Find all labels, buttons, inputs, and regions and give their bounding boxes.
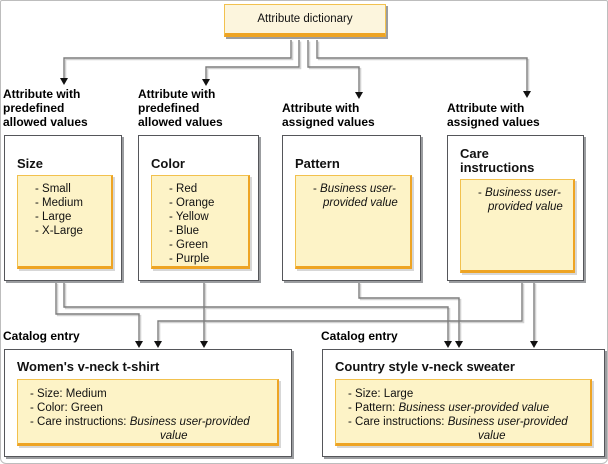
attribute-box-size: Size - Small - Medium - Large - X-Large — [4, 135, 122, 281]
attribute-value-item: - Small — [35, 183, 71, 195]
attribute-value-item: - Purple — [169, 253, 210, 265]
connector-shadow — [56, 41, 537, 344]
category-label-pattern: Attribute with assigned values — [282, 101, 375, 129]
connector-dict-to-size — [63, 40, 292, 78]
connector-size-to-sweater — [63, 282, 449, 342]
arrow-down-icon — [60, 78, 68, 85]
arrow-down-icon — [200, 341, 208, 348]
connector-dict-to-care — [316, 40, 528, 91]
arrow-down-icon — [530, 341, 538, 348]
connector-dict-to-pattern — [307, 40, 360, 92]
category-label-size: Attribute with predefined allowed values — [3, 87, 88, 129]
attribute-value-item: - Yellow — [169, 211, 209, 223]
attribute-value-item: - Business user-provided value — [313, 183, 398, 209]
attribute-title: Care instructions — [460, 146, 535, 175]
arrow-down-icon — [154, 341, 162, 348]
category-label-care: Attribute with assigned values — [447, 101, 540, 129]
attribute-value-item: - Business user-provided value — [478, 187, 563, 213]
connector-care-to-tshirt — [157, 282, 523, 342]
catalog-entry-box-sweater: Country style v-neck sweater - Size: Lar… — [322, 349, 605, 457]
attribute-value-item: - Orange — [169, 197, 215, 209]
catalog-entry-label: Catalog entry — [321, 329, 398, 343]
catalog-attribute-item: - Care instructions: Business user-provi… — [30, 416, 250, 442]
catalog-attribute-item: - Size: Medium — [30, 388, 107, 400]
catalog-attribute-item: - Size: Large — [348, 388, 414, 400]
category-label-color: Attribute with predefined allowed values — [138, 87, 223, 129]
attribute-dictionary-box: Attribute dictionary — [224, 4, 386, 37]
attribute-title: Pattern — [295, 156, 340, 171]
arrowheads — [60, 78, 538, 348]
arrow-down-icon — [455, 341, 463, 348]
catalog-attribute-item: - Care instructions: Business user-provi… — [348, 416, 568, 442]
arrow-down-icon — [202, 79, 210, 86]
catalog-entry-box-tshirt: Women's v-neck t-shirt - Size: Medium - C… — [4, 349, 292, 457]
catalog-entry-title: Country style v-neck sweater — [335, 359, 515, 374]
attribute-value-item: - Blue — [169, 225, 200, 237]
connector-dict-to-color — [205, 40, 300, 79]
attribute-title: Color — [151, 156, 185, 171]
attribute-value-item: - Large — [35, 211, 72, 223]
attribute-values-panel: - Small - Medium - Large - X-Large — [17, 175, 113, 269]
attribute-values-panel: - Business user-provided value — [460, 179, 575, 273]
attribute-value-item: - X-Large — [35, 225, 83, 237]
attribute-box-care-instructions: Care instructions - Business user-provid… — [447, 135, 584, 281]
arrow-down-icon — [355, 92, 363, 99]
attribute-value-item: - Red — [169, 183, 198, 195]
catalog-attributes-panel: - Size: Medium - Color: Green - Care instr… — [17, 379, 279, 446]
catalog-entry-title: Women's v-neck t-shirt — [17, 359, 160, 374]
attribute-box-pattern: Pattern - Business user-provided value — [282, 135, 421, 281]
connector-pattern-to-sweater — [358, 282, 460, 342]
catalog-attribute-item: - Pattern: Business user-provided value — [348, 402, 550, 414]
connector-size-to-tshirt — [55, 282, 140, 342]
attribute-values-panel: - Business user-provided value — [295, 175, 412, 269]
catalog-attribute-item: - Color: Green — [30, 402, 103, 414]
attribute-dictionary-label: Attribute dictionary — [257, 13, 353, 25]
arrow-down-icon — [444, 341, 452, 348]
catalog-entry-label: Catalog entry — [3, 329, 80, 343]
connector-main — [55, 40, 535, 342]
attribute-box-color: Color - Red - Orange - Yellow - Blue - Green… — [138, 135, 259, 281]
arrow-down-icon — [135, 341, 143, 348]
arrow-down-icon — [523, 91, 531, 98]
attribute-value-item: - Medium — [35, 197, 83, 209]
catalog-attributes-panel: - Size: Large - Pattern: Business user-pr… — [335, 379, 592, 446]
attribute-title: Size — [17, 156, 44, 171]
attribute-values-panel: - Red - Orange - Yellow - Blue - Green - Purp… — [151, 175, 250, 269]
attribute-value-item: - Green — [169, 239, 208, 251]
